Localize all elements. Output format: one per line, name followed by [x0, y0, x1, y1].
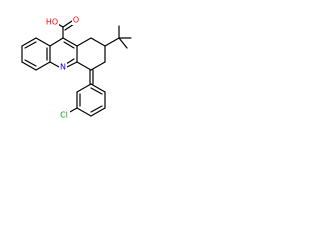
bond-ph5-ph6 [90, 83, 106, 93]
carboxyl-oh-label: HO [46, 18, 58, 27]
structure-canvas: HO O N Cl [0, 0, 152, 152]
bond-ph3-ph4-inner [90, 105, 103, 113]
bond-n-c10a-inner [65, 58, 75, 65]
bond-c8-c7 [90, 37, 106, 47]
bond-ph3-ph4 [90, 107, 106, 117]
bond-n-c10a [66, 61, 78, 68]
bond-c-o-double-a [62, 20, 73, 28]
bond-c9-c8a [62, 37, 78, 47]
bond-c3-c4-inner [24, 59, 37, 67]
bond-c3-c4 [21, 61, 37, 71]
bond-c7-cquat [104, 37, 120, 47]
molecule-structure: HO O N Cl [21, 16, 132, 120]
bond-c8a-c8 [76, 37, 92, 47]
bond-c9-c9a [49, 37, 64, 47]
bond-c4a-n [49, 61, 60, 68]
bond-exo-ph1 [76, 83, 92, 93]
bond-ph5-ph6-inner [90, 87, 103, 95]
bond-c5-c10a [76, 61, 92, 71]
bond-c4-c4a [35, 61, 51, 71]
chlorine-label: Cl [60, 111, 68, 120]
bond-ph2-ph3 [76, 107, 92, 117]
bond-c1-c2-inner [24, 41, 37, 49]
bond-c1-c2 [21, 37, 37, 47]
carbonyl-o-label: O [73, 16, 79, 25]
ring-n-label: N [60, 63, 66, 72]
bond-c9a-c1 [35, 37, 51, 47]
bond-tbu-me-down [118, 37, 128, 49]
bond-c9-c8a-inner [63, 41, 75, 49]
bond-c6-c5 [90, 61, 106, 71]
